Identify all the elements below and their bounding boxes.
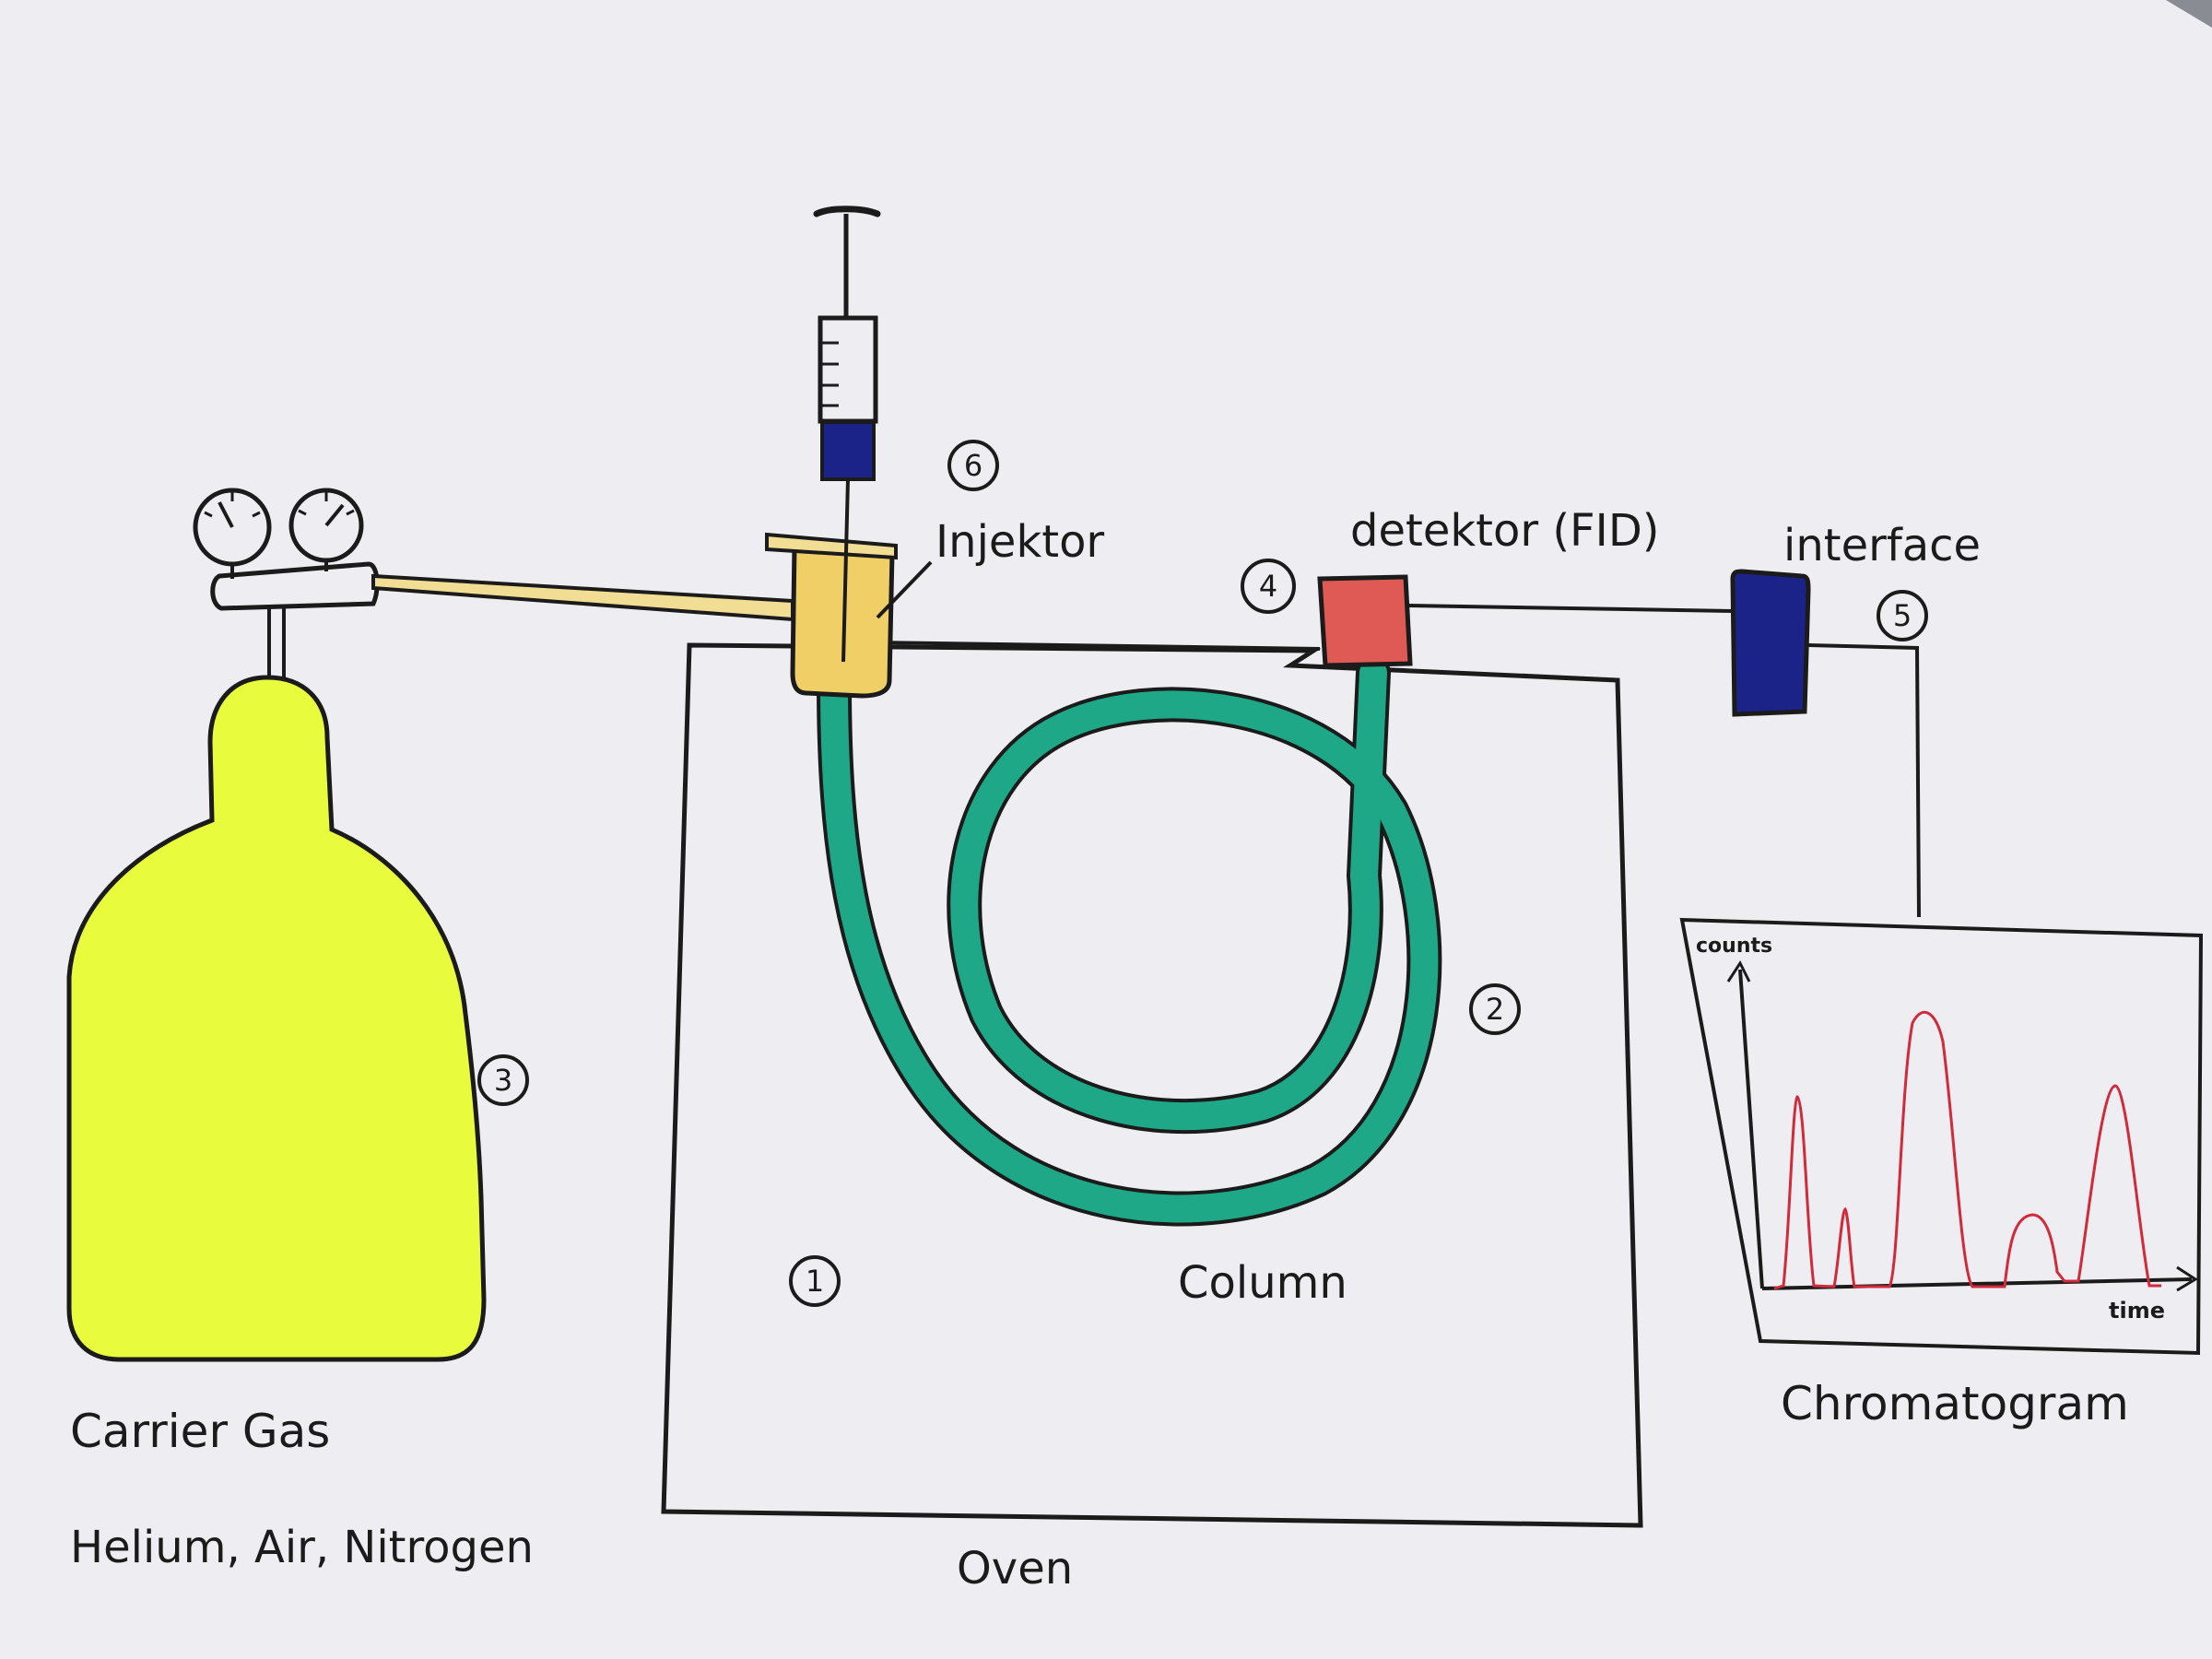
syringe-sample	[820, 420, 876, 481]
svg-text:3: 3	[494, 1063, 512, 1098]
label-gases: Helium, Air, Nitrogen	[70, 1522, 534, 1573]
label-time-axis: time	[2109, 1298, 2165, 1324]
column-coil	[817, 655, 1442, 1227]
injector-port	[765, 532, 898, 699]
marker-detector: 4	[1241, 559, 1296, 614]
label-injector: Injektor	[935, 516, 1104, 568]
label-counts-axis: counts	[1696, 935, 1772, 958]
label-oven: Oven	[957, 1543, 1073, 1594]
label-column: Column	[1178, 1257, 1347, 1309]
marker-gas-bottle: 3	[477, 1054, 529, 1106]
label-chromatogram: Chromatogram	[1781, 1377, 2129, 1430]
interface-box	[1730, 569, 1811, 717]
label-carrier-gas: Carrier Gas	[70, 1405, 330, 1458]
syringe-icon	[813, 206, 881, 663]
label-interface: interface	[1783, 520, 1981, 571]
chromatogram-panel	[1679, 917, 2204, 1356]
svg-text:4: 4	[1259, 569, 1277, 604]
svg-text:2: 2	[1486, 992, 1504, 1027]
pressure-regulator	[210, 561, 380, 611]
chromatogram-trace	[1773, 1011, 2161, 1290]
svg-text:6: 6	[964, 448, 982, 483]
marker-injector: 6	[947, 440, 999, 491]
svg-text:5: 5	[1893, 598, 1912, 633]
marker-oven: 1	[789, 1255, 841, 1307]
marker-column: 2	[1469, 983, 1521, 1035]
pressure-gauge-icon	[193, 488, 272, 579]
pressure-gauge-icon	[288, 488, 364, 571]
svg-text:1: 1	[806, 1264, 824, 1299]
detector-fid	[1317, 574, 1413, 668]
marker-interface: 5	[1877, 590, 1928, 641]
label-detector: detektor (FID)	[1350, 505, 1660, 557]
oven-box	[661, 642, 1643, 1528]
bottle-body	[66, 675, 487, 1362]
carrier-gas-bottle	[66, 488, 487, 1362]
